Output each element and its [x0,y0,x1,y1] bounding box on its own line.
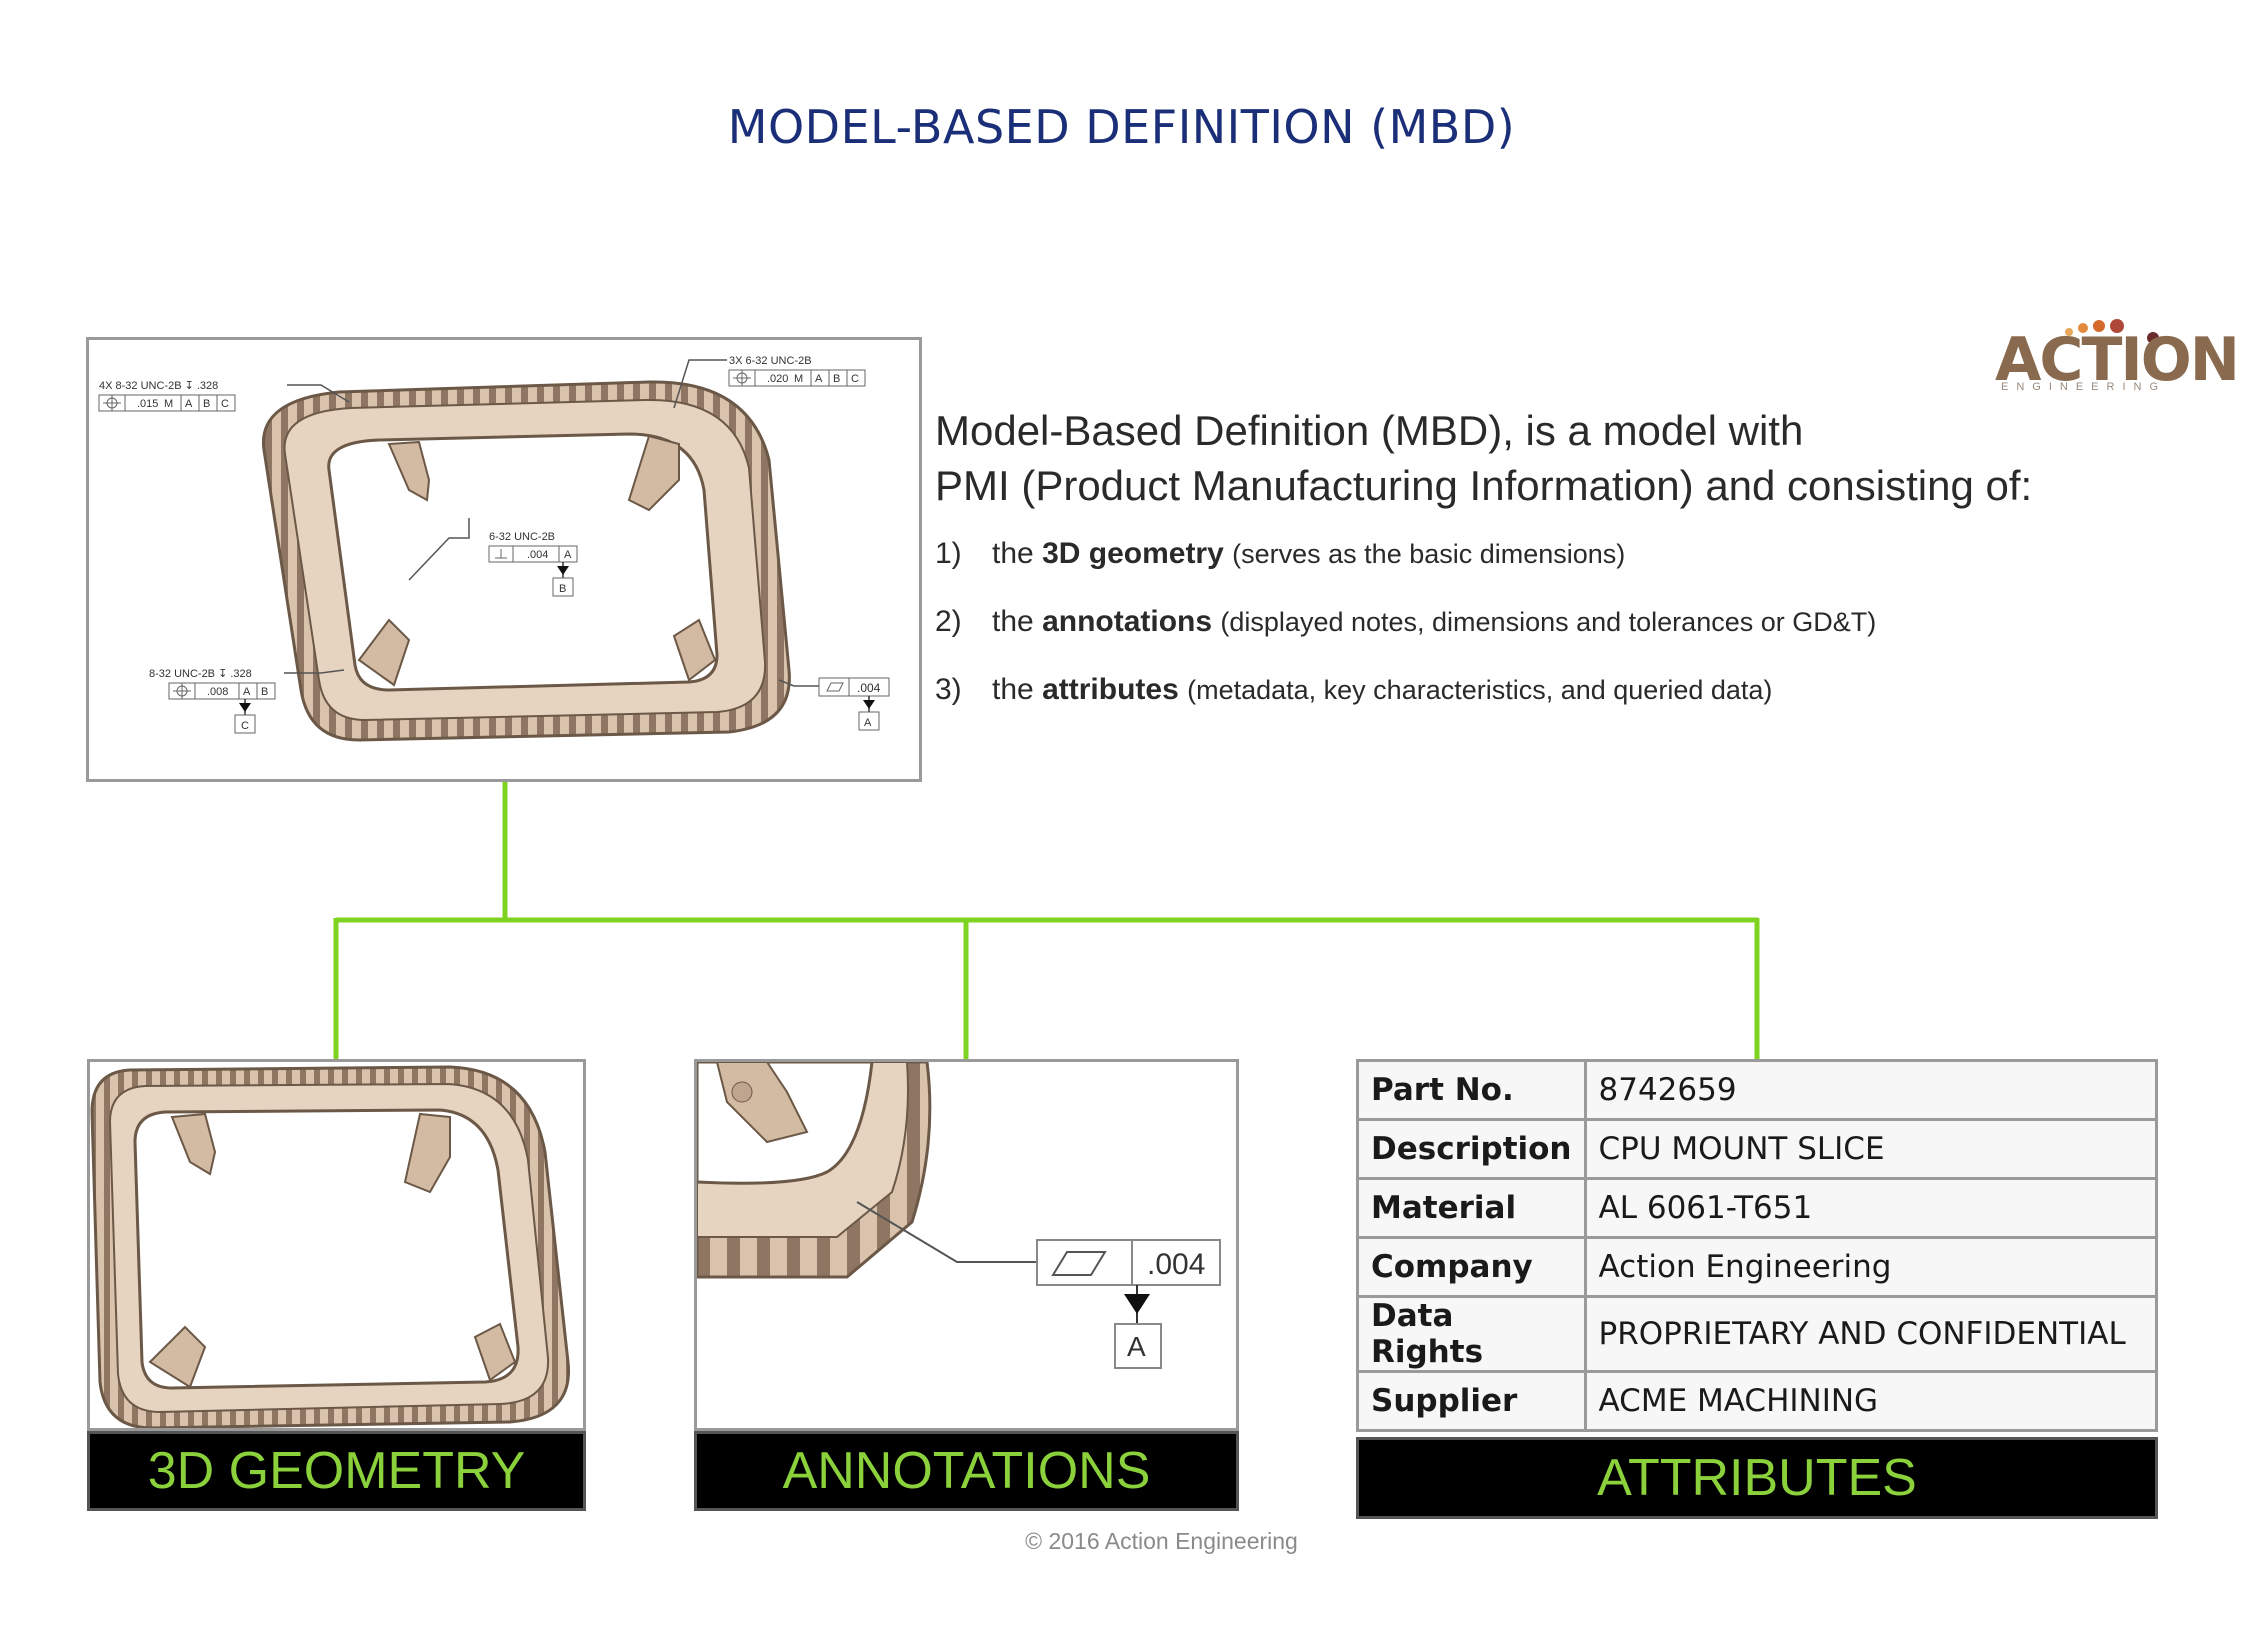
copyright-notice: © 2016 Action Engineering [1025,1528,1298,1554]
item-lead: the [992,673,1034,706]
callout-ref-3: A [564,549,572,561]
item-bold: 3D geometry [1042,537,1224,570]
geometry-frame [87,1059,586,1431]
item-bold: annotations [1042,605,1213,638]
item-number: 1) [935,537,962,570]
item-number: 3) [935,673,962,706]
caption-3d-geometry: 3D GEOMETRY [87,1431,586,1511]
attribute-value: ACME MACHINING [1583,1370,2159,1432]
item-bold: attributes [1042,673,1179,706]
attribute-value: CPU MOUNT SLICE [1583,1118,2159,1180]
part-model-illustration: 4X 8-32 UNC-2B ↧ .328 .015 M A B C 3X 6-… [98,355,890,742]
definition-item-1: 1) the 3D geometry (serves as the basic d… [935,537,1625,571]
callout-tol-4: .008 [207,686,228,698]
attribute-key: Company [1356,1236,1587,1298]
callout-ref-2c: C [851,373,859,385]
callout-mod-2: M [794,373,803,385]
geometry-illustration [90,1065,571,1430]
item-rest: (displayed notes, dimensions and toleran… [1220,607,1877,637]
item-lead: the [992,605,1034,638]
logo-subtitle: ENGINEERING [2001,381,2167,393]
callout-ref-1b: B [203,398,210,410]
callout-ref-2b: B [833,373,840,385]
attribute-value: PROPRIETARY AND CONFIDENTIAL [1583,1295,2159,1373]
logo-dot [2093,320,2105,332]
callout-note-3: 6-32 UNC-2B [489,531,555,543]
definition-item-3: 3) the attributes (metadata, key characte… [935,673,1772,707]
table-row: Part No.8742659 [1356,1059,2159,1121]
callout-tol-2: .020 [767,373,788,385]
zoom-datum: A [1127,1331,1146,1362]
attribute-key: Supplier [1356,1370,1587,1432]
callout-datum-4: C [241,720,249,732]
logo-dot [2147,332,2159,342]
caption-annotations: ANNOTATIONS [694,1431,1239,1511]
item-rest: (metadata, key characteristics, and quer… [1187,675,1773,705]
callout-ref-4b: B [261,686,268,698]
annotations-illustration: .004 A [695,1060,1221,1369]
callout-ref-4a: A [243,686,251,698]
attribute-value: Action Engineering [1583,1236,2159,1298]
caption-attributes: ATTRIBUTES [1356,1437,2158,1519]
callout-mod-1: M [164,398,173,410]
definition-item-2: 2) the annotations (displayed notes, dime… [935,605,1876,639]
definition-line-1: Model-Based Definition (MBD), is a model… [935,407,1804,454]
attribute-key: Description [1356,1118,1587,1180]
callout-tol-1: .015 [137,398,158,410]
callout-tol-5: .004 [857,681,881,695]
callout-note-2: 3X 6-32 UNC-2B [729,355,812,367]
logo-dot [2110,319,2124,333]
logo-dot [2078,323,2088,333]
attribute-key: Material [1356,1177,1587,1239]
callout-note-1: 4X 8-32 UNC-2B ↧ .328 [99,380,218,392]
logo-word: ACTION [1995,325,2240,395]
zoom-tol: .004 [1147,1248,1205,1281]
attribute-value: 8742659 [1583,1059,2159,1121]
attribute-value: AL 6061-T651 [1583,1177,2159,1239]
callout-tol-3: .004 [527,549,548,561]
callout-ref-1a: A [185,398,193,410]
callout-datum-3: B [559,583,566,595]
item-rest: (serves as the basic dimensions) [1232,539,1626,569]
annotations-frame: .004 A [694,1059,1239,1431]
item-number: 2) [935,605,962,638]
model-pmi-frame: 4X 8-32 UNC-2B ↧ .328 .015 M A B C 3X 6-… [86,337,922,782]
definition-line-2: PMI (Product Manufacturing Information) … [935,462,2033,509]
logo-dots [2065,319,2159,342]
logo-dot [2065,328,2073,336]
callout-note-4: 8-32 UNC-2B ↧ .328 [149,668,252,680]
action-engineering-logo: ACTION ENGINEERING [1995,312,2240,393]
callout-ref-1c: C [221,398,229,410]
callout-ref-2a: A [815,373,823,385]
attribute-key: Data Rights [1356,1295,1587,1373]
callout-datum-5: A [864,717,872,729]
page-title: MODEL-BASED DEFINITION (MBD) [727,100,1516,154]
item-lead: the [992,537,1034,570]
attribute-key: Part No. [1356,1059,1587,1121]
